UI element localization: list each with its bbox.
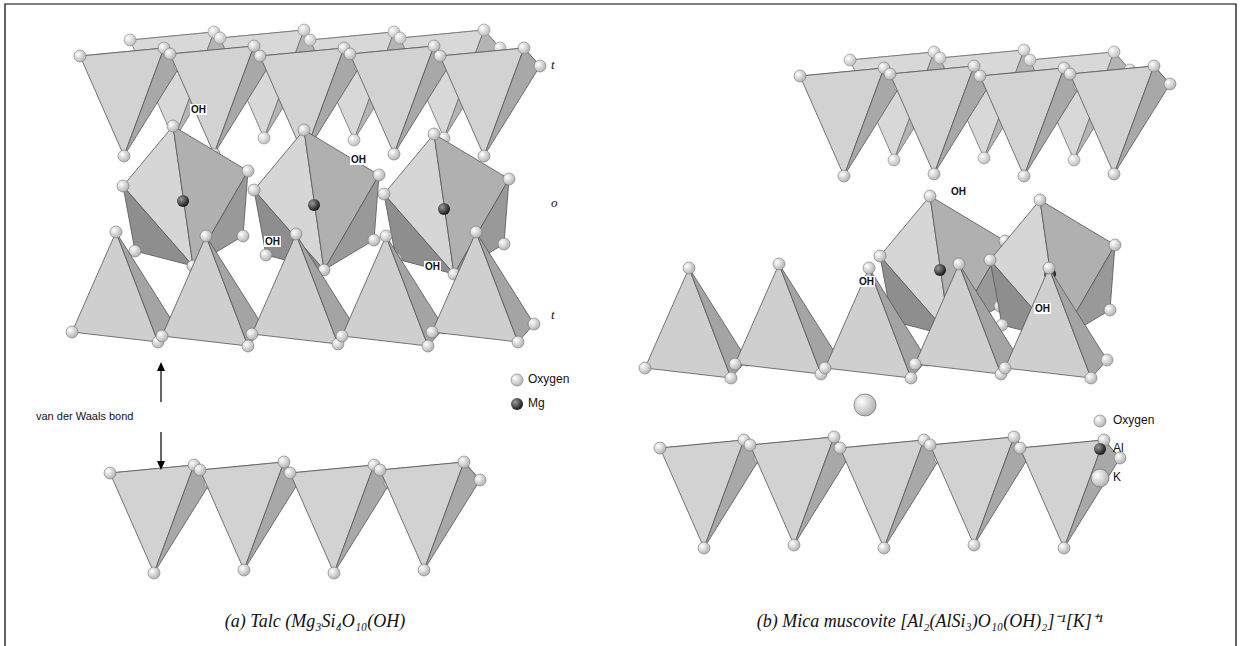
bond-label: van der Waals bond bbox=[36, 410, 133, 422]
legend-text: Oxygen bbox=[1113, 414, 1154, 427]
legend-text: Oxygen bbox=[528, 373, 569, 386]
hydroxyl-label: OH bbox=[950, 186, 967, 197]
hydroxyl-label: OH bbox=[858, 276, 875, 287]
figure-caption: (b) Mica muscovite [Al₂(AlSi₃)O₁₀(OH)₂]⁻… bbox=[680, 612, 1180, 632]
legend-text: K bbox=[1113, 471, 1121, 484]
sheet-label: t bbox=[551, 58, 555, 72]
hydroxyl-label: OH bbox=[264, 236, 281, 247]
hydroxyl-label: OH bbox=[350, 154, 367, 165]
hydroxyl-label: OH bbox=[190, 104, 207, 115]
hydroxyl-label: OH bbox=[424, 261, 441, 272]
sheet-label: t bbox=[551, 308, 555, 322]
legend-text: Mg bbox=[528, 397, 545, 410]
legend-text: Al bbox=[1113, 442, 1124, 455]
figure-caption: (a) Talc (Mg₃Si₄O₁₀(OH) bbox=[80, 612, 550, 632]
hydroxyl-label: OH bbox=[1034, 303, 1051, 314]
sheet-label: o bbox=[551, 196, 558, 210]
